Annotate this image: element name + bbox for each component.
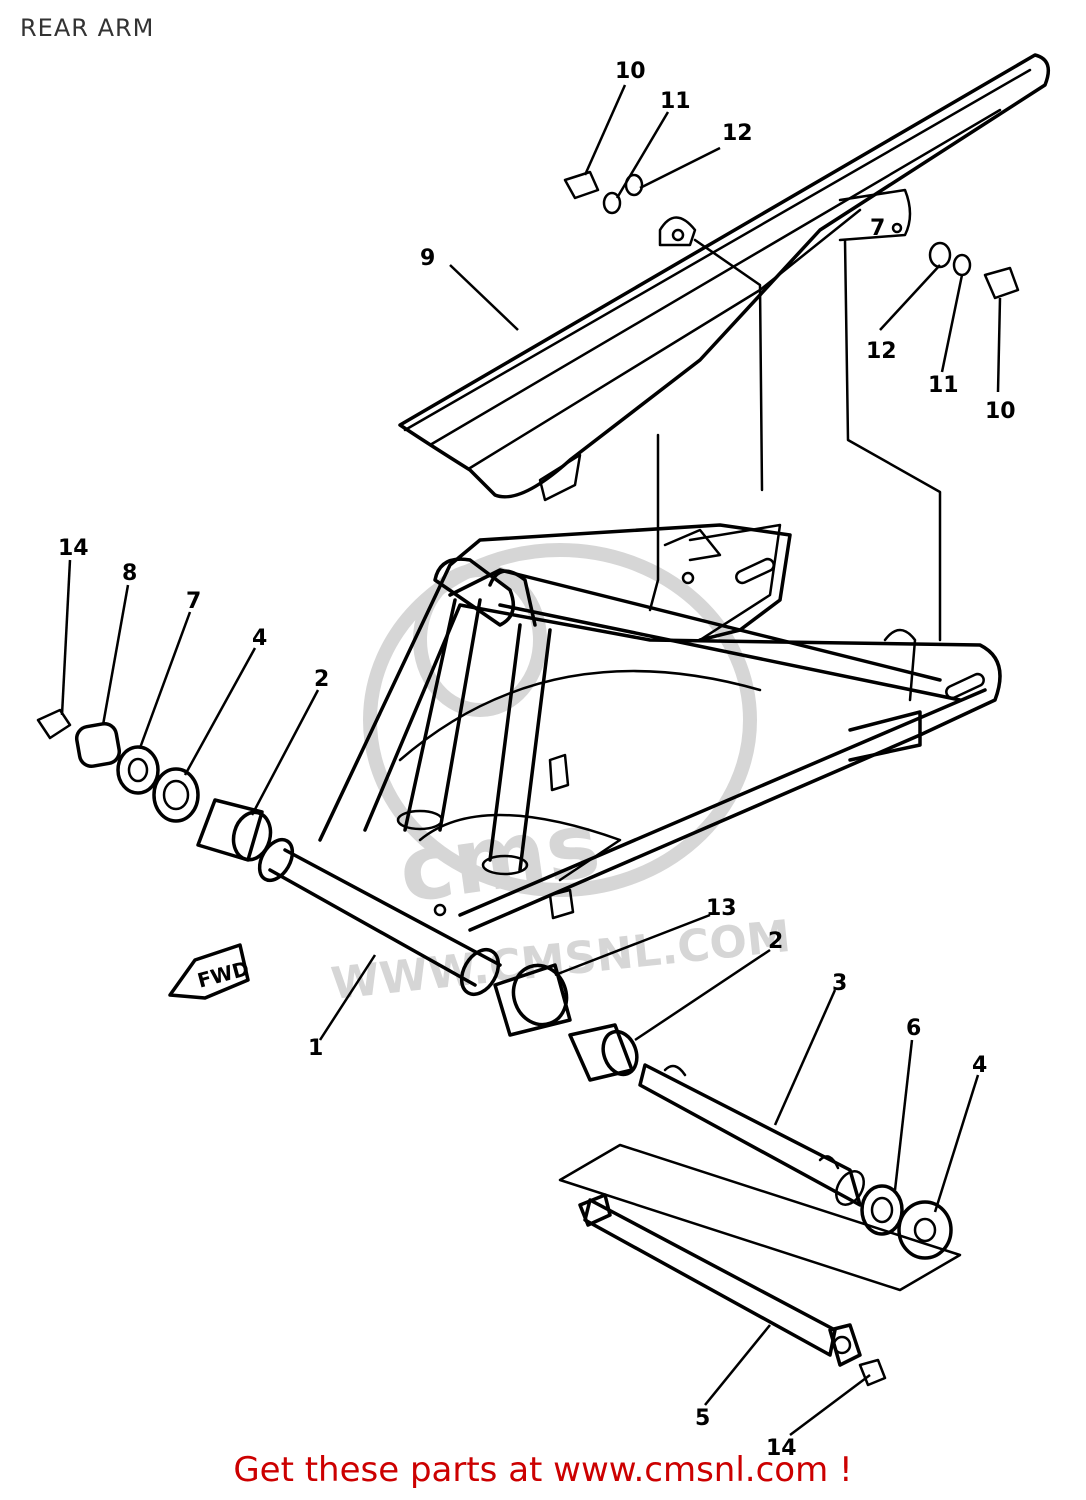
callout-11-top: 11	[660, 89, 691, 114]
callout-6: 6	[906, 1016, 921, 1041]
callout-2-right: 2	[768, 929, 783, 954]
part-1-rear-arm	[257, 523, 1002, 997]
callout-4-left: 4	[252, 626, 267, 651]
callout-2-left: 2	[314, 667, 329, 692]
svg-text:7: 7	[870, 216, 885, 241]
callout-1: 1	[308, 1036, 323, 1061]
callout-10-right: 10	[985, 399, 1016, 424]
callout-10-top: 10	[615, 59, 646, 84]
callout-labels: 10 11 12 9 12 11 10 14 8 7 4 2 13 2 3 6 …	[58, 59, 1016, 1461]
diagram-title: REAR ARM	[20, 14, 155, 42]
callout-8: 8	[122, 561, 137, 586]
fwd-label: FWD	[195, 956, 252, 993]
callout-3: 3	[832, 971, 847, 996]
callout-11-right: 11	[928, 373, 959, 398]
fwd-direction-marker: FWD	[168, 943, 252, 1000]
callout-12-top: 12	[722, 121, 753, 146]
callout-14-left: 14	[58, 536, 89, 561]
chain-case-fasteners	[563, 170, 1020, 300]
left-hardware	[36, 708, 273, 862]
part-9-chain-case: 7	[398, 53, 1051, 502]
callout-9: 9	[420, 246, 435, 271]
callout-7: 7	[186, 589, 201, 614]
callout-13: 13	[706, 896, 737, 921]
callout-14-bottom: 14	[766, 1436, 797, 1461]
callout-leaders	[60, 84, 1002, 1436]
callout-4-right: 4	[972, 1053, 987, 1078]
alignment-guides	[648, 238, 942, 642]
watermark-url: WWW.CMSNL.COM	[329, 911, 793, 1010]
right-hardware	[493, 963, 962, 1387]
callout-5: 5	[695, 1406, 710, 1431]
callout-12-right: 12	[866, 339, 897, 364]
footer-parts-link[interactable]: Get these parts at www.cmsnl.com !	[233, 1450, 853, 1490]
